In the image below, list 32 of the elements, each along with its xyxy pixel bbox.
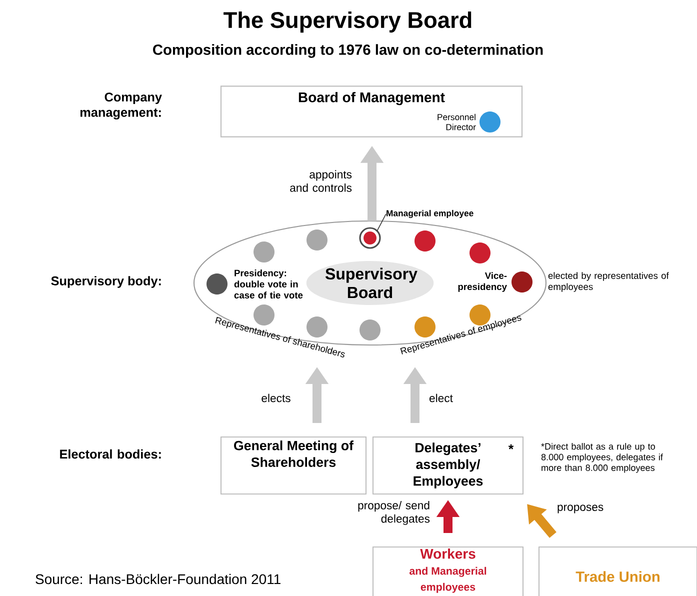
edge-label: elects bbox=[262, 394, 290, 402]
circle bbox=[306, 230, 328, 250]
footnote: *Direct ballot as a rule up to 8.000 employees, delegates if more than 8.000 employees bbox=[541, 443, 663, 473]
edge-label: proposes bbox=[558, 504, 604, 514]
leader-line bbox=[376, 214, 386, 232]
edge-label: propose/ send delegates bbox=[358, 501, 430, 525]
electoral-box: General Meeting of Shareholders bbox=[220, 436, 367, 495]
source-box: Workers and Managerial employees bbox=[372, 546, 524, 596]
circle bbox=[480, 112, 500, 132]
circle bbox=[206, 274, 228, 294]
title: The Supervisory Board bbox=[224, 11, 472, 33]
source-box: Trade Union bbox=[538, 546, 697, 596]
circle-caption: Personnel Director bbox=[438, 114, 476, 130]
circle bbox=[470, 242, 490, 264]
circle bbox=[254, 242, 274, 262]
circle-caption: Presidency: double vote in case of tie vote bbox=[234, 270, 303, 298]
row-heading: Supervisory body: bbox=[51, 276, 161, 288]
row-heading: Company management: bbox=[80, 92, 162, 120]
row-heading: Electoral bodies: bbox=[60, 449, 161, 459]
circle bbox=[360, 320, 380, 340]
subtitle: Composition according to 1976 law on co-determination bbox=[153, 44, 543, 58]
edge-label: elect bbox=[430, 394, 453, 402]
callout-text: Managerial employee bbox=[386, 210, 474, 218]
edge-label: appoints and controls bbox=[290, 170, 352, 192]
circle bbox=[414, 230, 436, 252]
circle bbox=[512, 272, 532, 292]
circle bbox=[306, 316, 328, 338]
circle-caption: elected by representatives of employees bbox=[548, 272, 669, 292]
ringed-circle bbox=[359, 227, 381, 249]
source-note: Source: Hans-Böckler-Foundation 2011 bbox=[36, 574, 280, 584]
asterisk: * bbox=[508, 444, 514, 450]
circle-caption: Vice-presidency bbox=[458, 272, 507, 292]
